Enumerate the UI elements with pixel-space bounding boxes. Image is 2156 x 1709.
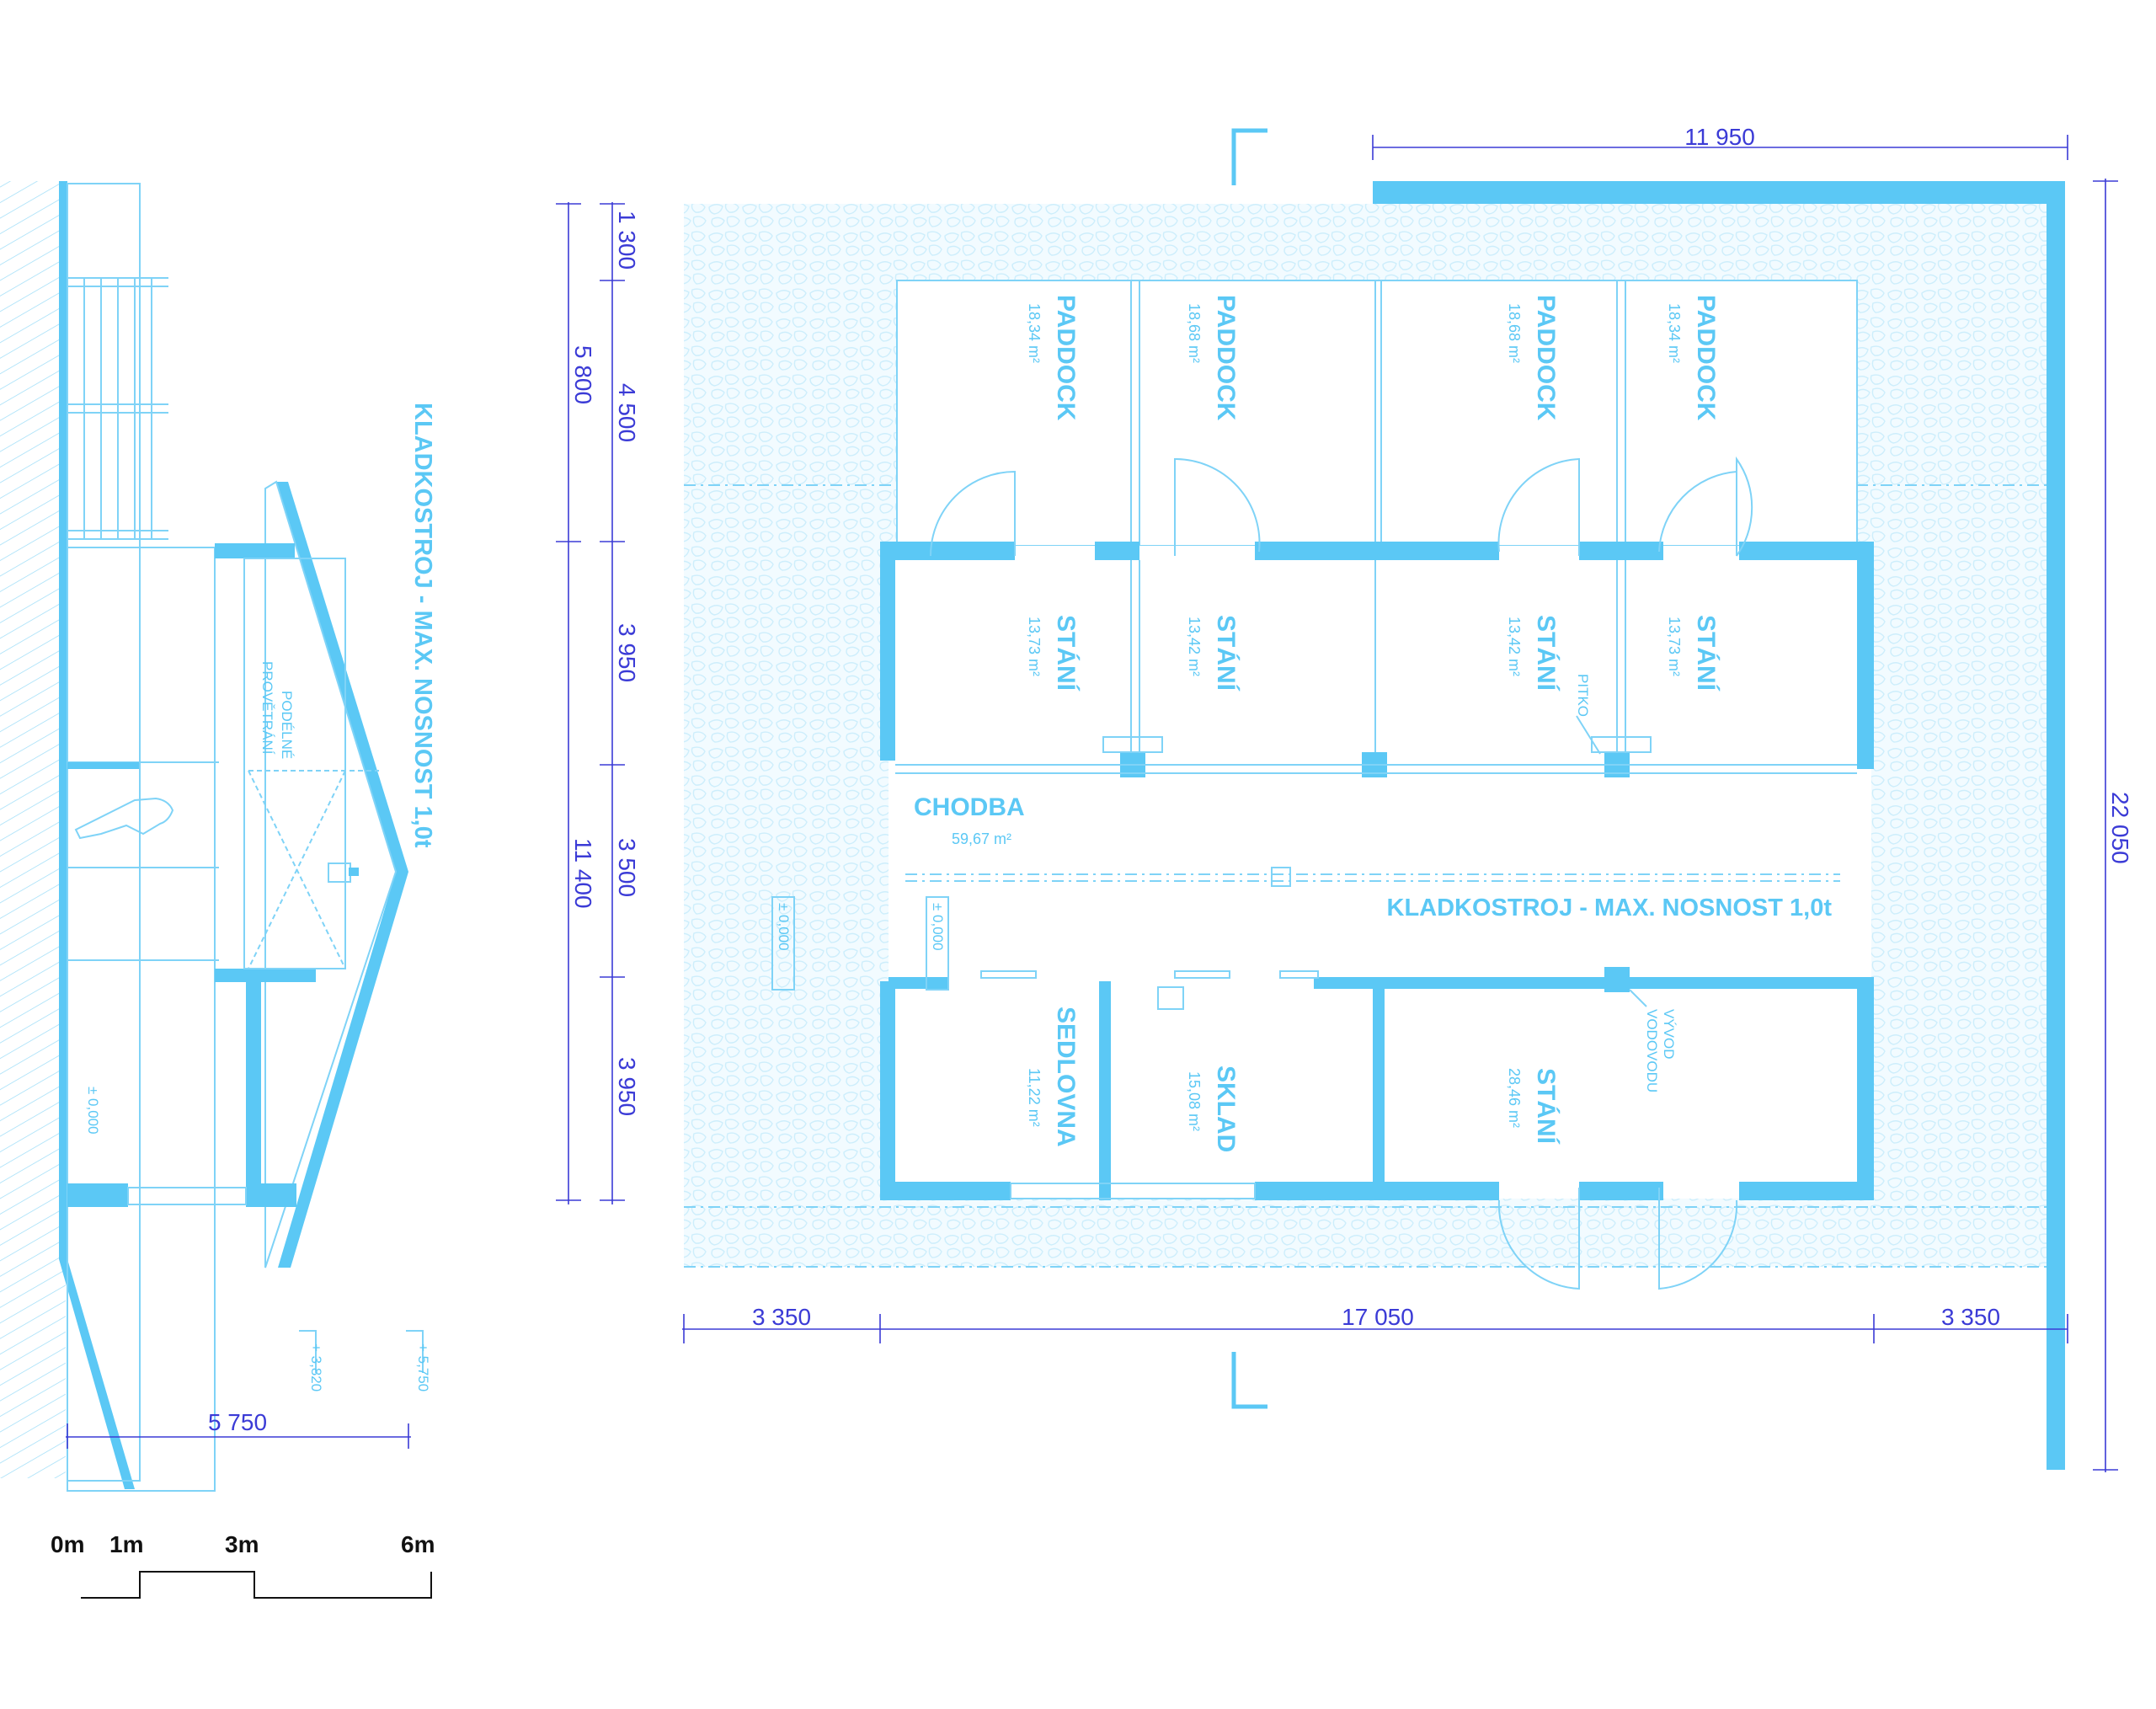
vyvod-label-1: VÝVOD bbox=[1661, 1009, 1677, 1060]
foundation-wedge bbox=[59, 1259, 135, 1489]
scale-3m: 3m bbox=[225, 1531, 259, 1557]
room-area-stani1: 13,73 m² bbox=[1026, 617, 1043, 676]
room-name-chodba: CHODBA bbox=[914, 793, 1025, 821]
scale-0m: 0m bbox=[51, 1531, 84, 1557]
person-figure bbox=[74, 797, 174, 840]
dim-bottom-left: 3 350 bbox=[752, 1304, 811, 1330]
roof-right-slope bbox=[278, 872, 408, 1268]
room-name-paddock1: PADDOCK bbox=[1052, 295, 1080, 421]
terrain-hatch bbox=[0, 181, 66, 1478]
room-area-paddock3: 18,68 m² bbox=[1506, 303, 1523, 363]
dim-bottom-right: 3 350 bbox=[1941, 1304, 2000, 1330]
room-area-stani4: 13,73 m² bbox=[1666, 617, 1683, 676]
room-name-paddock3: PADDOCK bbox=[1532, 295, 1560, 421]
room-area-paddock1: 18,34 m² bbox=[1026, 303, 1043, 363]
scale-1m: 1m bbox=[109, 1531, 143, 1557]
room-name-stani2: STÁNÍ bbox=[1212, 615, 1241, 692]
scale-bar: 0m 1m 3m 6m bbox=[51, 1531, 435, 1599]
dim-left-inner-4: 3 500 bbox=[614, 838, 640, 897]
vyvod-label-2: VODOVODU bbox=[1644, 1009, 1660, 1092]
dim-left-inner-1: 1 300 bbox=[614, 211, 640, 270]
dim-left-outer-bottom: 11 400 bbox=[570, 838, 596, 909]
room-name-sklad: SKLAD bbox=[1212, 1065, 1240, 1152]
room-name-paddock2: PADDOCK bbox=[1212, 295, 1240, 421]
dim-bottom-middle: 17 050 bbox=[1342, 1304, 1414, 1330]
room-area-stani3: 13,42 m² bbox=[1506, 617, 1523, 676]
room-area-sklad: 15,08 m² bbox=[1186, 1071, 1203, 1131]
room-area-stani2: 13,42 m² bbox=[1186, 617, 1203, 676]
dim-left-outer-top: 5 800 bbox=[570, 345, 596, 404]
section-width-dim: 5 750 bbox=[208, 1409, 267, 1435]
plan-level-1: ± 0,000 bbox=[776, 903, 792, 951]
room-name-sedlovna: SEDLOVNA bbox=[1052, 1007, 1080, 1147]
dim-left-inner-5: 3 950 bbox=[614, 1057, 640, 1116]
room-name-stani5: STÁNÍ bbox=[1532, 1068, 1561, 1145]
eaves-level-label: + 3,820 bbox=[308, 1343, 324, 1391]
plan-level-2: ± 0,000 bbox=[930, 903, 946, 951]
room-area-chodba: 59,67 m² bbox=[952, 830, 1011, 847]
scale-6m: 6m bbox=[401, 1531, 435, 1557]
floor-plan bbox=[684, 128, 2065, 1470]
dim-left-inner-3: 3 950 bbox=[614, 623, 640, 682]
room-area-sedlovna: 11,22 m² bbox=[1026, 1068, 1043, 1127]
room-name-stani3: STÁNÍ bbox=[1532, 615, 1561, 692]
ridge-level-label: + 5,750 bbox=[415, 1343, 431, 1391]
ventilation-label-1: PODÉLNÉ bbox=[279, 691, 295, 759]
room-name-stani1: STÁNÍ bbox=[1052, 615, 1081, 692]
room-area-stani5: 28,46 m² bbox=[1506, 1068, 1523, 1128]
dim-top: 11 950 bbox=[1684, 124, 1755, 150]
room-labels: PADDOCK 18,34 m² PADDOCK 18,68 m² PADDOC… bbox=[771, 295, 1833, 1152]
hoist-plan-label: KLADKOSTROJ - MAX. NOSNOST 1,0t bbox=[1387, 895, 1833, 921]
dimensions: 11 950 22 050 3 350 17 050 3 350 5 800 1… bbox=[556, 124, 2133, 1472]
dim-left-inner-2: 4 500 bbox=[614, 383, 640, 442]
section-level-label: ± 0,000 bbox=[85, 1087, 101, 1135]
terrain-wall bbox=[59, 181, 67, 1259]
roof-left-slope bbox=[276, 482, 408, 872]
pitko-label: PITKO bbox=[1575, 674, 1591, 717]
ventilation-label-2: PROVĚTRÁNÍ bbox=[259, 661, 275, 755]
section-view: ± 0,000 PODÉLNÉ PROVĚTRÁNÍ KLADKOSTROJ -… bbox=[0, 181, 436, 1492]
paddocks-area bbox=[896, 280, 1858, 547]
section-hoist-label: KLADKOSTROJ - MAX. NOSNOST 1,0t bbox=[409, 403, 436, 848]
room-area-paddock4: 18,34 m² bbox=[1666, 303, 1683, 363]
room-name-stani4: STÁNÍ bbox=[1692, 615, 1721, 692]
room-area-paddock2: 18,68 m² bbox=[1186, 303, 1203, 363]
dim-right: 22 050 bbox=[2107, 792, 2133, 864]
room-name-paddock4: PADDOCK bbox=[1692, 295, 1720, 421]
